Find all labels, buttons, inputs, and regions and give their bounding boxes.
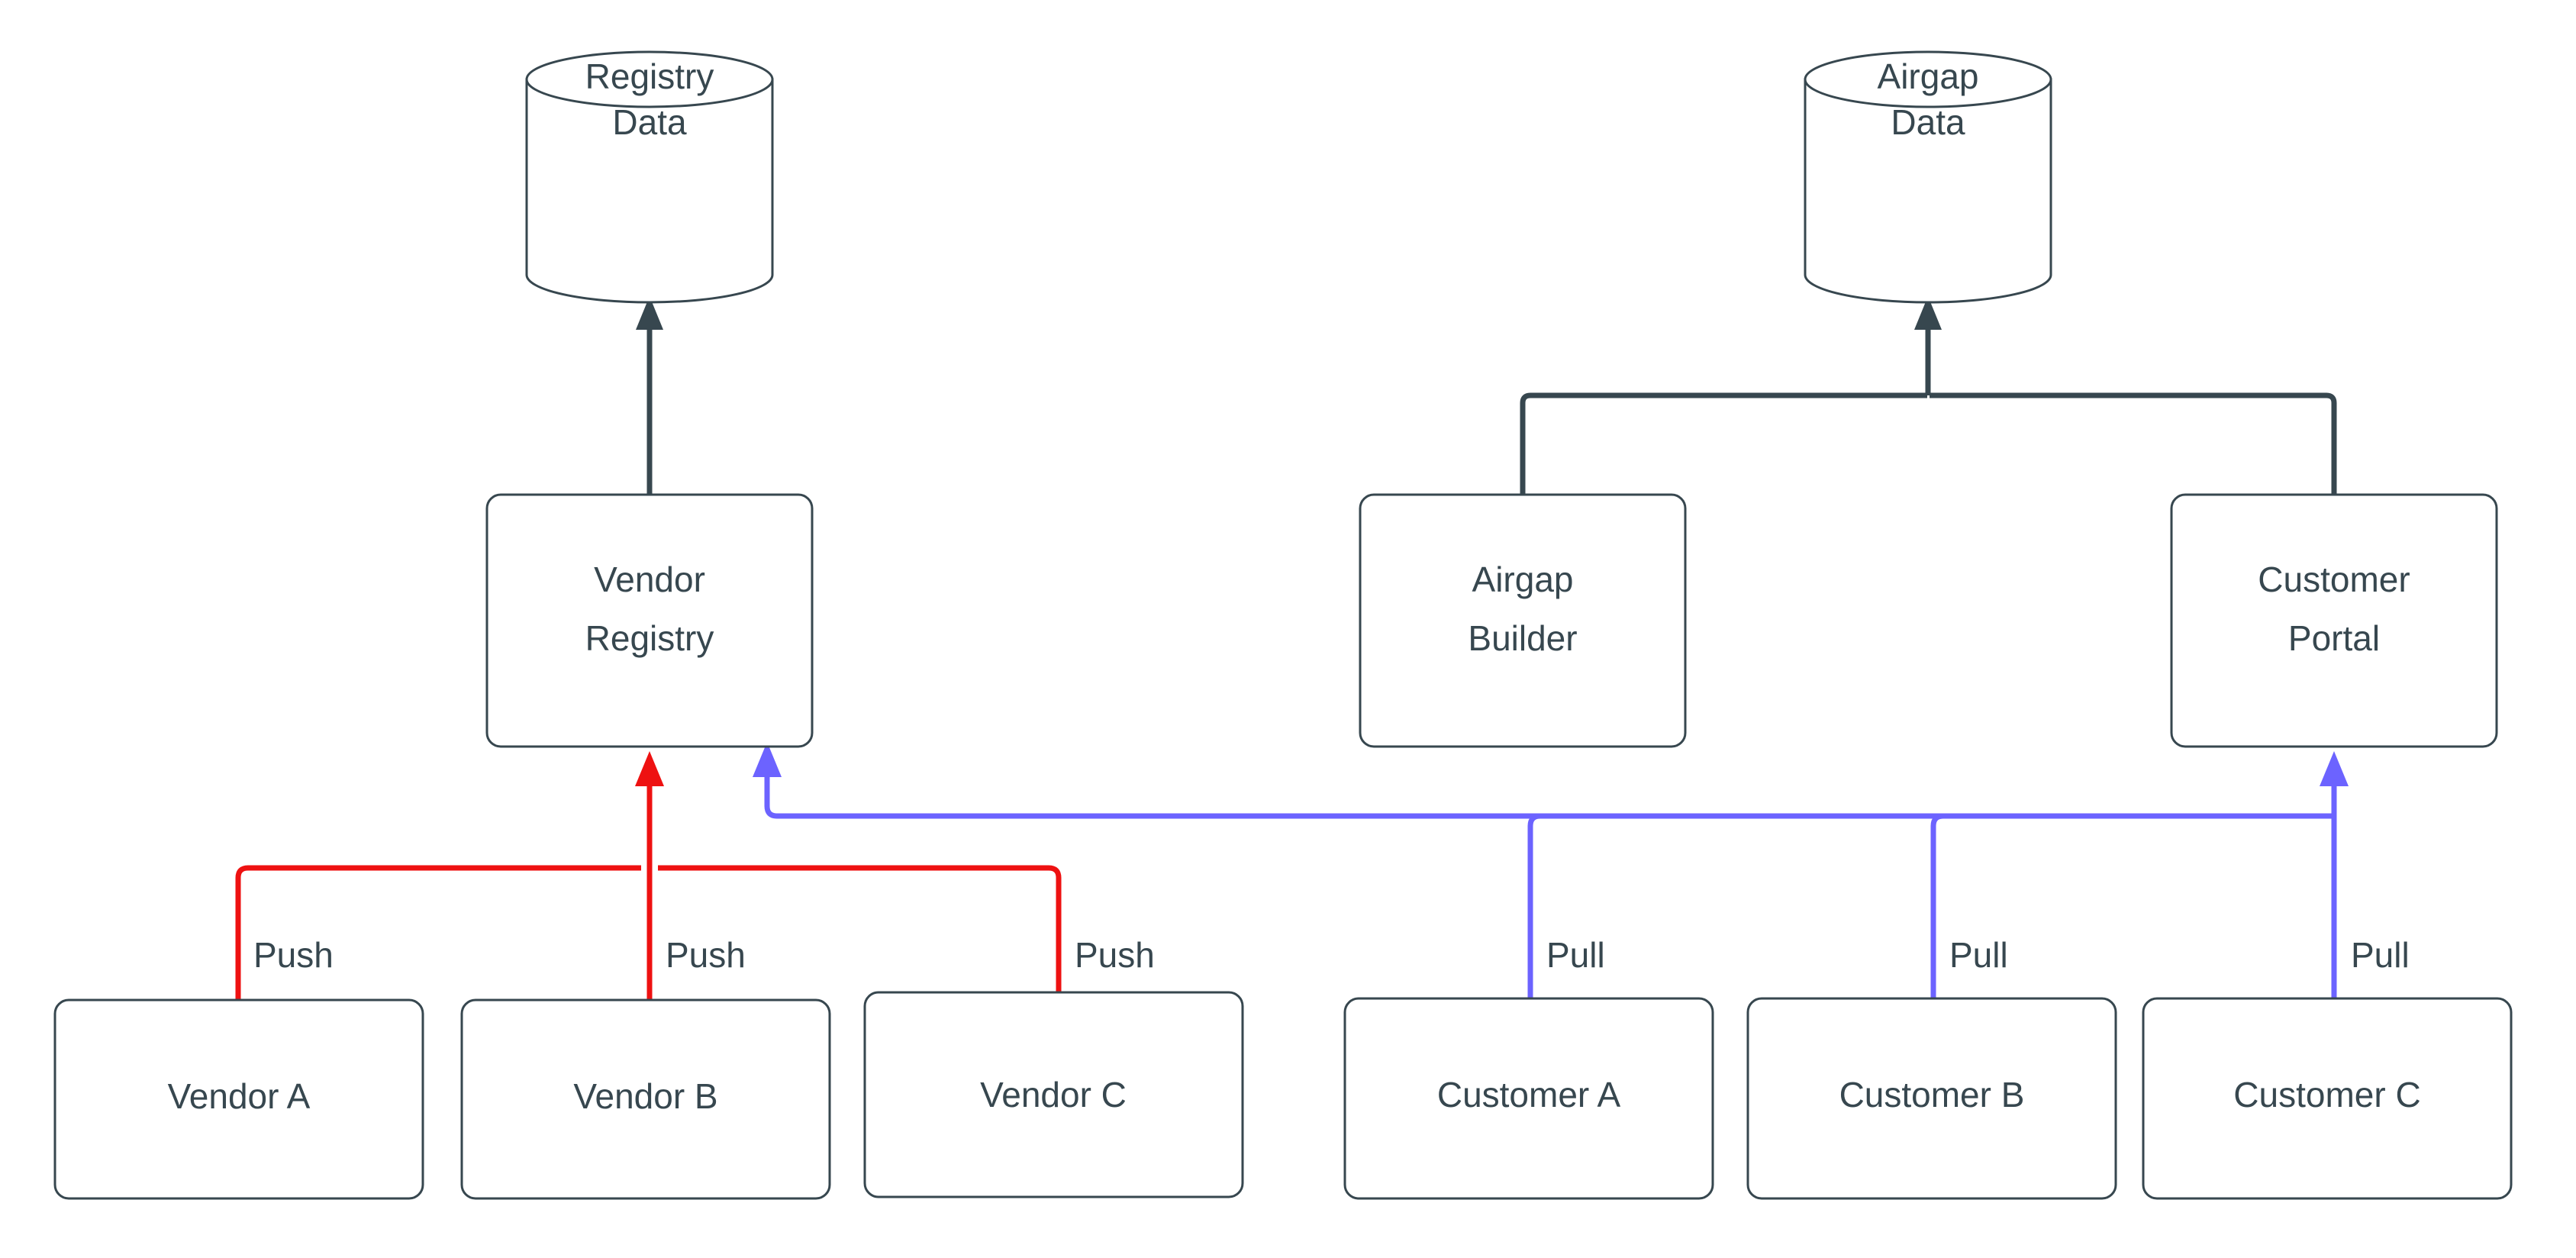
actor-vendor-a-label: Vendor A — [168, 1076, 311, 1116]
edge-airgap-bus-riser — [1914, 296, 1942, 395]
actor-customer-c[interactable]: Customer C — [2142, 997, 2513, 1200]
edge-label-push-vendor-b: Push — [666, 935, 746, 975]
actor-customer-a[interactable]: Customer A — [1343, 997, 1714, 1200]
actor-customer-a-label: Customer A — [1437, 1075, 1621, 1114]
service-vendor-registry-label-line1: Vendor — [594, 560, 705, 599]
service-customer-portal-label-line1: Customer — [2258, 560, 2410, 599]
edge-airgap-builder-to-airgap-data — [1520, 392, 1927, 495]
datastore-airgap-data-label-line1: Airgap — [1878, 56, 1979, 96]
datastore-airgap-data[interactable]: Airgap Data — [1804, 50, 2052, 304]
edge-pull-horizontal-bus — [753, 742, 2334, 819]
actor-vendor-c[interactable]: Vendor C — [863, 991, 1244, 1198]
datastore-registry-data-label-line2: Data — [612, 102, 687, 142]
edge-customer-portal-to-airgap-data — [1930, 392, 2337, 495]
datastore-registry-data[interactable]: Registry Data — [525, 50, 774, 304]
actor-customer-b[interactable]: Customer B — [1746, 997, 2117, 1200]
edge-red-riser-to-vendor-registry — [635, 751, 664, 868]
service-airgap-builder-label-line1: Airgap — [1472, 560, 1574, 599]
actor-vendor-b[interactable]: Vendor B — [460, 998, 831, 1200]
actor-vendor-a[interactable]: Vendor A — [53, 998, 424, 1200]
edge-vendor-registry-to-registry-data — [636, 296, 663, 495]
edge-label-pull-customer-b: Pull — [1949, 935, 2008, 975]
edge-customer-c-to-customer-portal — [2320, 751, 2349, 1000]
edge-vendor-c-to-vendor-registry — [658, 865, 1062, 992]
edge-customer-a-to-customer-portal — [1527, 813, 1541, 1000]
service-customer-portal[interactable]: Customer Portal — [2170, 493, 2498, 748]
edge-vendor-a-to-vendor-registry — [235, 865, 641, 1000]
service-airgap-builder[interactable]: Airgap Builder — [1359, 493, 1687, 748]
service-vendor-registry[interactable]: Vendor Registry — [485, 493, 814, 748]
actor-customer-c-label: Customer C — [2233, 1075, 2420, 1114]
actor-customer-b-label: Customer B — [1839, 1075, 2025, 1114]
actor-vendor-c-label: Vendor C — [980, 1075, 1127, 1114]
edge-label-push-vendor-a: Push — [253, 935, 334, 975]
service-airgap-builder-label-line2: Builder — [1468, 618, 1577, 658]
actor-vendor-b-label: Vendor B — [573, 1076, 717, 1116]
service-customer-portal-label-line2: Portal — [2288, 618, 2380, 658]
edge-label-push-vendor-c: Push — [1075, 935, 1155, 975]
edge-customer-b-to-customer-portal — [1930, 813, 1944, 1000]
edge-label-pull-customer-c: Pull — [2351, 935, 2410, 975]
service-vendor-registry-label-line2: Registry — [585, 618, 714, 658]
datastore-airgap-data-label-line2: Data — [1891, 102, 1965, 142]
datastore-registry-data-label-line1: Registry — [585, 56, 714, 96]
edge-label-pull-customer-a: Pull — [1546, 935, 1605, 975]
